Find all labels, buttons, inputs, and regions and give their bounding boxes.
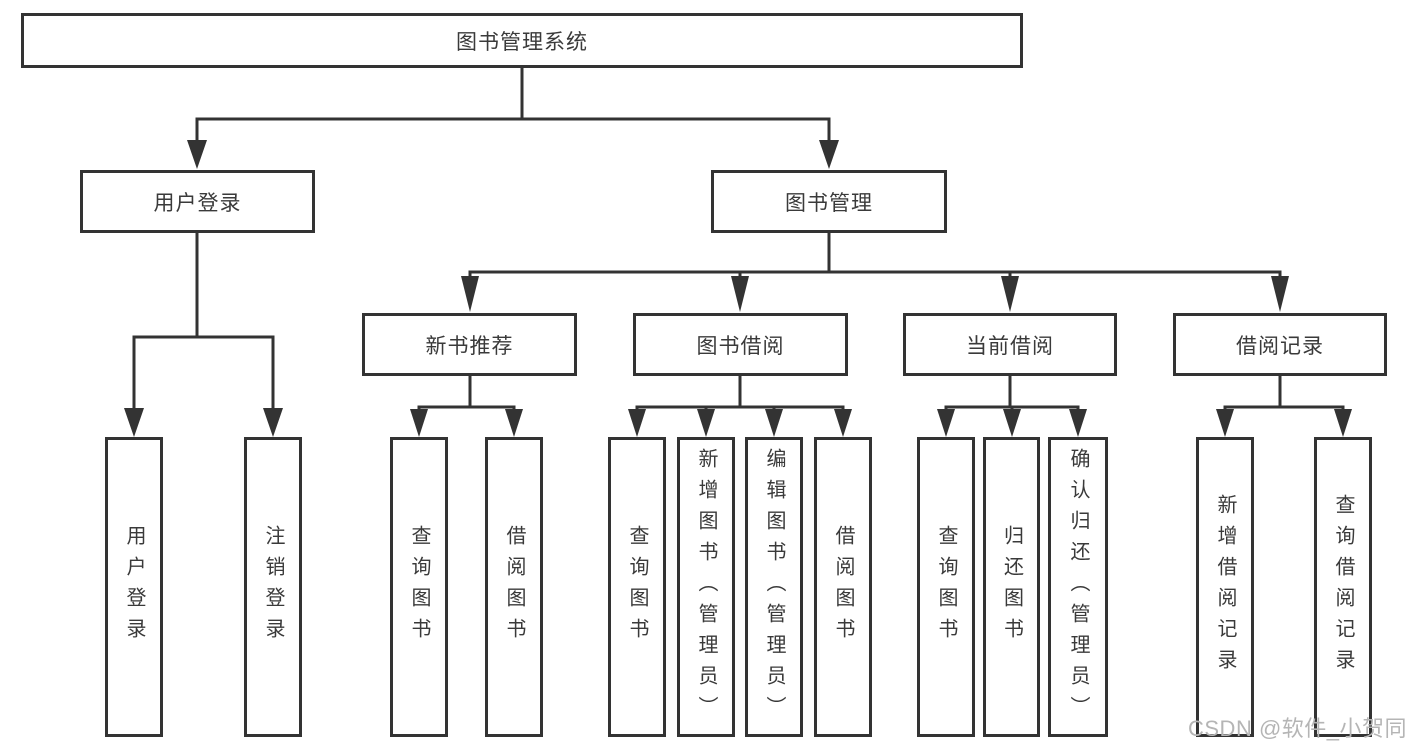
leaf-borrow-books-borrowing: 借阅图书 (814, 437, 872, 737)
leaf-logout: 注销登录 (244, 437, 302, 737)
node-root-library-system: 图书管理系统 (21, 13, 1023, 68)
node-book-borrowing: 图书借阅 (633, 313, 848, 376)
leaf-query-books-recommend: 查询图书 (390, 437, 448, 737)
node-current-borrowing: 当前借阅 (903, 313, 1117, 376)
leaf-borrow-books-recommend: 借阅图书 (485, 437, 543, 737)
leaf-add-borrow-record: 新增借阅记录 (1196, 437, 1254, 737)
csdn-watermark: CSDN @软件_小贺同学 (1188, 716, 1405, 741)
leaf-query-books-current: 查询图书 (917, 437, 975, 737)
leaf-edit-books-admin: 编辑图书（管理员） (745, 437, 803, 737)
leaf-add-books-admin: 新增图书（管理员） (677, 437, 735, 737)
node-user-login-branch: 用户登录 (80, 170, 315, 233)
leaf-user-login: 用户登录 (105, 437, 163, 737)
leaf-query-books-borrowing: 查询图书 (608, 437, 666, 737)
node-borrowing-records: 借阅记录 (1173, 313, 1387, 376)
node-book-management-branch: 图书管理 (711, 170, 947, 233)
node-new-book-recommend: 新书推荐 (362, 313, 577, 376)
leaf-return-books: 归还图书 (983, 437, 1040, 737)
leaf-query-borrow-record: 查询借阅记录 (1314, 437, 1372, 737)
leaf-confirm-return-admin: 确认归还（管理员） (1048, 437, 1108, 737)
arrowheads (124, 140, 1352, 437)
